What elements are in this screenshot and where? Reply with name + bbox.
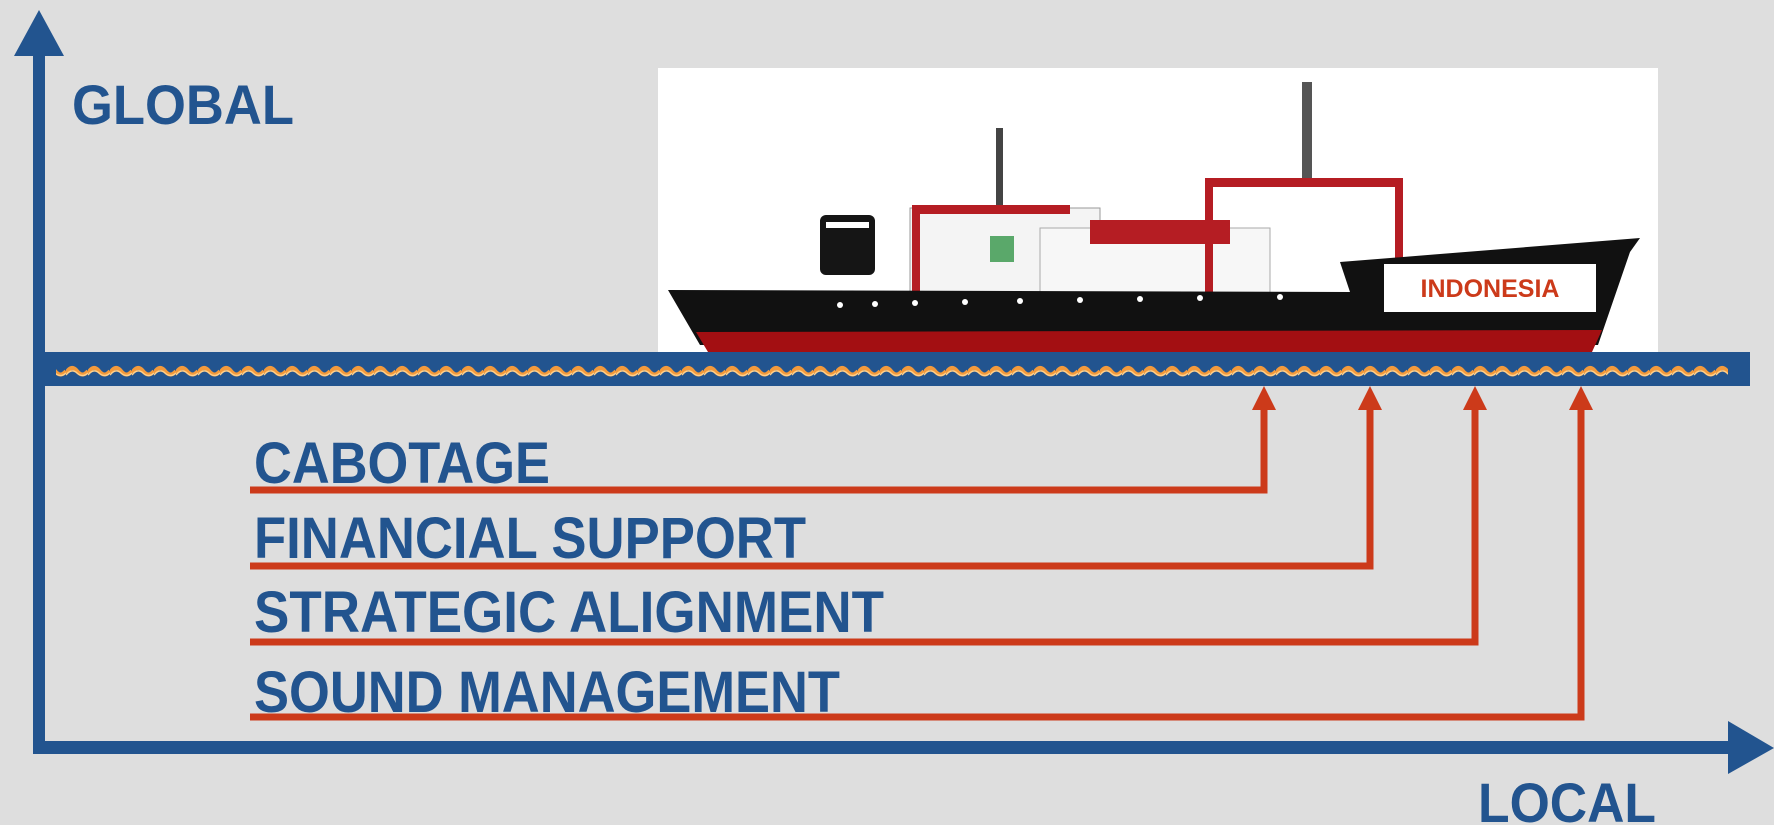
factor-sound-management: SOUND MANAGEMENT — [250, 386, 1593, 725]
factor-connector — [250, 400, 1585, 721]
global-axis — [14, 10, 64, 754]
local-axis — [33, 721, 1774, 774]
factor-arrowhead — [1569, 386, 1593, 410]
factor-arrowhead — [1463, 386, 1487, 410]
ship-illustration: INDONESIA — [658, 68, 1658, 358]
local-axis-arrowhead — [1728, 721, 1774, 774]
water-band — [45, 352, 1750, 386]
factor-strategic-alignment: STRATEGIC ALIGNMENT — [250, 386, 1487, 646]
factor-arrowhead — [1252, 386, 1276, 410]
local-label: LOCAL — [1478, 771, 1656, 825]
factor-cabotage: CABOTAGE — [250, 386, 1276, 496]
global-label: GLOBAL — [72, 73, 294, 136]
factor-arrowhead — [1358, 386, 1382, 410]
global-axis-arrowhead — [14, 10, 64, 56]
factor-list: CABOTAGE FINANCIAL SUPPORT STRATEGIC ALI… — [250, 386, 1593, 725]
factor-financial-support: FINANCIAL SUPPORT — [250, 386, 1382, 571]
factor-label: CABOTAGE — [254, 431, 550, 496]
factor-connector — [250, 400, 1268, 494]
factor-label: FINANCIAL SUPPORT — [254, 506, 806, 571]
factor-label: STRATEGIC ALIGNMENT — [254, 580, 884, 645]
factor-connector — [250, 400, 1374, 570]
factor-connector — [250, 400, 1479, 646]
ship-name: INDONESIA — [1421, 275, 1560, 303]
